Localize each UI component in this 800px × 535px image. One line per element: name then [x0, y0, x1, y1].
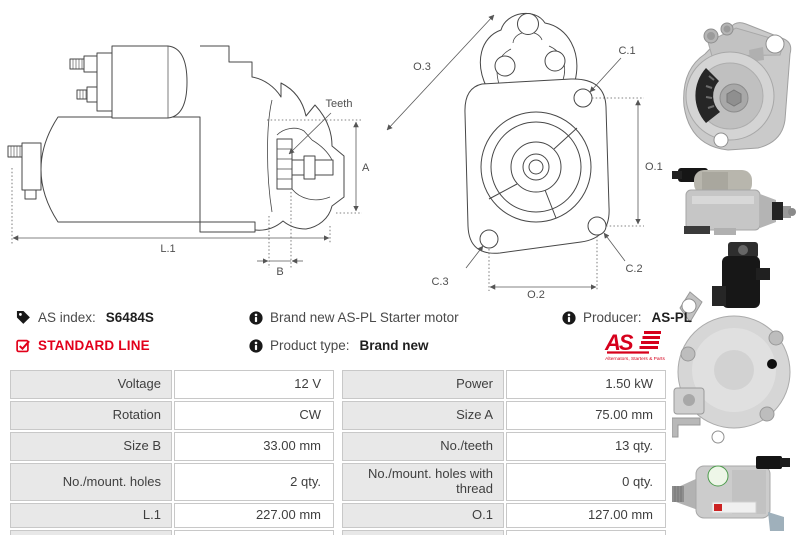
producer-value: AS-PL: [651, 310, 693, 325]
spec-label: Rotation: [10, 401, 172, 430]
table-row: Size A 75.00 mm: [342, 401, 666, 430]
spec-label: Power: [342, 370, 504, 399]
table-row: Rotation CW: [10, 401, 334, 430]
spec-value: 0 qty.: [506, 463, 666, 501]
spec-value: 127.00 mm: [506, 503, 666, 528]
tag-icon: [16, 310, 30, 324]
table-row: Power 1.50 kW: [342, 370, 666, 399]
standard-line-badge: STANDARD LINE: [38, 338, 150, 353]
info-icon: [249, 310, 263, 325]
table-row: C.1 13.00 mm: [10, 530, 334, 535]
label-dim-l1: L.1: [160, 243, 175, 255]
producer-label: Producer:: [583, 310, 642, 325]
label-dim-o2: O.2: [527, 289, 545, 300]
label-dim-o1: O.1: [645, 161, 663, 173]
side-view-technical-drawing: Teeth A L.1 B: [7, 45, 370, 278]
spec-label: O.1: [342, 503, 504, 528]
starter-front-outline: [464, 12, 610, 254]
checkbox-checked-icon: [16, 339, 30, 353]
label-dim-a: A: [362, 162, 370, 174]
as-pl-logo: AS Alternators, Starters & Parts: [604, 330, 665, 362]
spec-label: No./mount. holes with thread: [342, 463, 504, 501]
as-index-value: S6484S: [105, 310, 154, 325]
side-view-dimensions: [11, 112, 362, 268]
table-row: Voltage 12 V: [10, 370, 334, 399]
producer-row: Producer: AS-PL: [562, 310, 692, 325]
info-icon: [249, 338, 263, 353]
spec-label: Size A: [342, 401, 504, 430]
spec-value: 1.50 kW: [506, 370, 666, 399]
spec-label: No./mount. holes: [10, 463, 172, 501]
spec-value: 75.00 mm: [506, 401, 666, 430]
front-view-technical-drawing: O.3 C.1 O.1 C.2 C.3 O.2: [386, 12, 663, 300]
front-view-dimensions: [386, 14, 644, 291]
standard-line-row: STANDARD LINE: [16, 338, 150, 353]
photo-side-view-right: [672, 168, 796, 235]
table-row: C.2 10.00 mm: [342, 530, 666, 535]
table-row: No./mount. holes with thread 0 qty.: [342, 463, 666, 501]
starter-side-outline: [7, 45, 345, 233]
product-type-row: Product type: Brand new: [249, 338, 429, 353]
as-index-row: AS index: S6484S: [16, 310, 154, 325]
logo-subtext: Alternators, Starters & Parts: [605, 356, 665, 362]
label-teeth: Teeth: [326, 98, 353, 110]
spec-label: Size B: [10, 432, 172, 461]
photo-side-view-left: [672, 456, 790, 531]
label-dim-c2: C.2: [625, 263, 642, 275]
product-type-label: Product type:: [270, 338, 350, 353]
spec-label: L.1: [10, 503, 172, 528]
spec-value: 13.00 mm: [174, 530, 334, 535]
table-row: O.1 127.00 mm: [342, 503, 666, 528]
spec-label: No./teeth: [342, 432, 504, 461]
spec-value: 12 V: [174, 370, 334, 399]
spec-value: 33.00 mm: [174, 432, 334, 461]
info-icon: [562, 310, 576, 325]
spec-label: C.1: [10, 530, 172, 535]
label-dim-c1: C.1: [618, 45, 635, 57]
label-dim-b: B: [276, 266, 283, 278]
spec-table-left: Voltage 12 V Rotation CW Size B 33.00 mm…: [8, 368, 336, 535]
logo-text: AS: [604, 330, 634, 355]
spec-value: 13 qty.: [506, 432, 666, 461]
photo-drive-end-view: [683, 22, 792, 151]
spec-value: 2 qty.: [174, 463, 334, 501]
label-dim-c3: C.3: [431, 276, 448, 288]
spec-value: 10.00 mm: [506, 530, 666, 535]
as-index-label: AS index:: [38, 310, 96, 325]
spec-table-right: Power 1.50 kW Size A 75.00 mm No./teeth …: [340, 368, 668, 535]
label-dim-o3: O.3: [413, 61, 431, 73]
spec-label: Voltage: [10, 370, 172, 399]
logo-stripes: [639, 331, 661, 349]
product-description: Brand new AS-PL Starter motor: [270, 310, 459, 325]
description-row: Brand new AS-PL Starter motor: [249, 310, 459, 325]
table-row: No./teeth 13 qty.: [342, 432, 666, 461]
spec-value: 227.00 mm: [174, 503, 334, 528]
table-row: Size B 33.00 mm: [10, 432, 334, 461]
spec-value: CW: [174, 401, 334, 430]
table-row: L.1 227.00 mm: [10, 503, 334, 528]
product-photo-gallery: [672, 0, 800, 535]
spec-label: C.2: [342, 530, 504, 535]
photo-rear-view: [672, 242, 791, 444]
product-type-value: Brand new: [359, 338, 429, 353]
table-row: No./mount. holes 2 qty.: [10, 463, 334, 501]
